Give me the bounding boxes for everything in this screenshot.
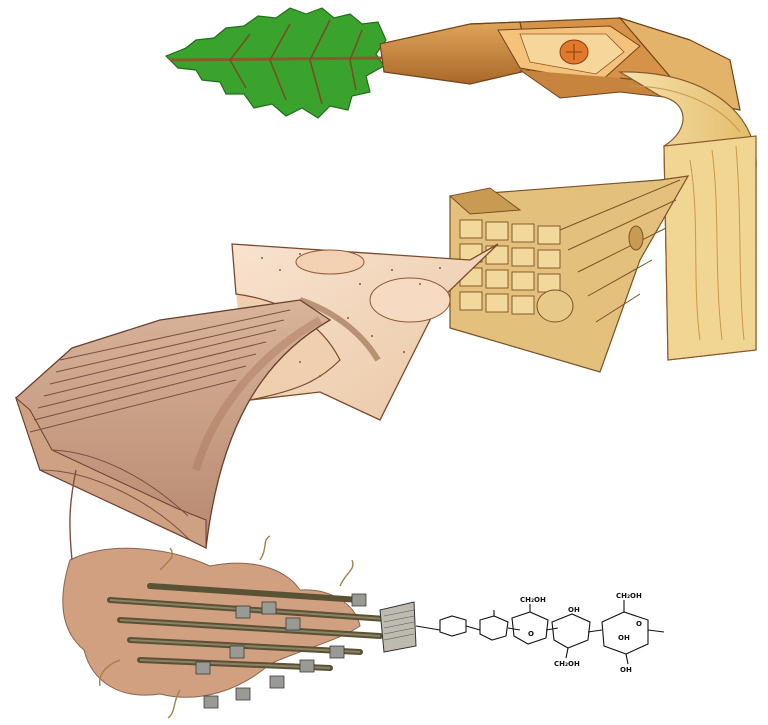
label-oh-right: OH [618,634,630,642]
leaf-illustration [166,8,388,118]
cell-tissue-block [450,176,688,372]
label-o-ring-right: O [636,620,642,628]
microfibril-layers [16,300,330,548]
label-ch2oh-mid: CH₂OH [520,596,546,604]
label-oh-mid: OH [568,606,580,614]
label-ch2oh-top: CH₂OH [616,592,642,600]
label-o-ring: O [528,630,534,638]
cellulose-molecule [416,600,664,664]
microfibril-bundle [63,536,416,718]
label-oh-bottom: OH [620,666,632,674]
label-ch2oh-bottom: CH₂OH [554,660,580,668]
